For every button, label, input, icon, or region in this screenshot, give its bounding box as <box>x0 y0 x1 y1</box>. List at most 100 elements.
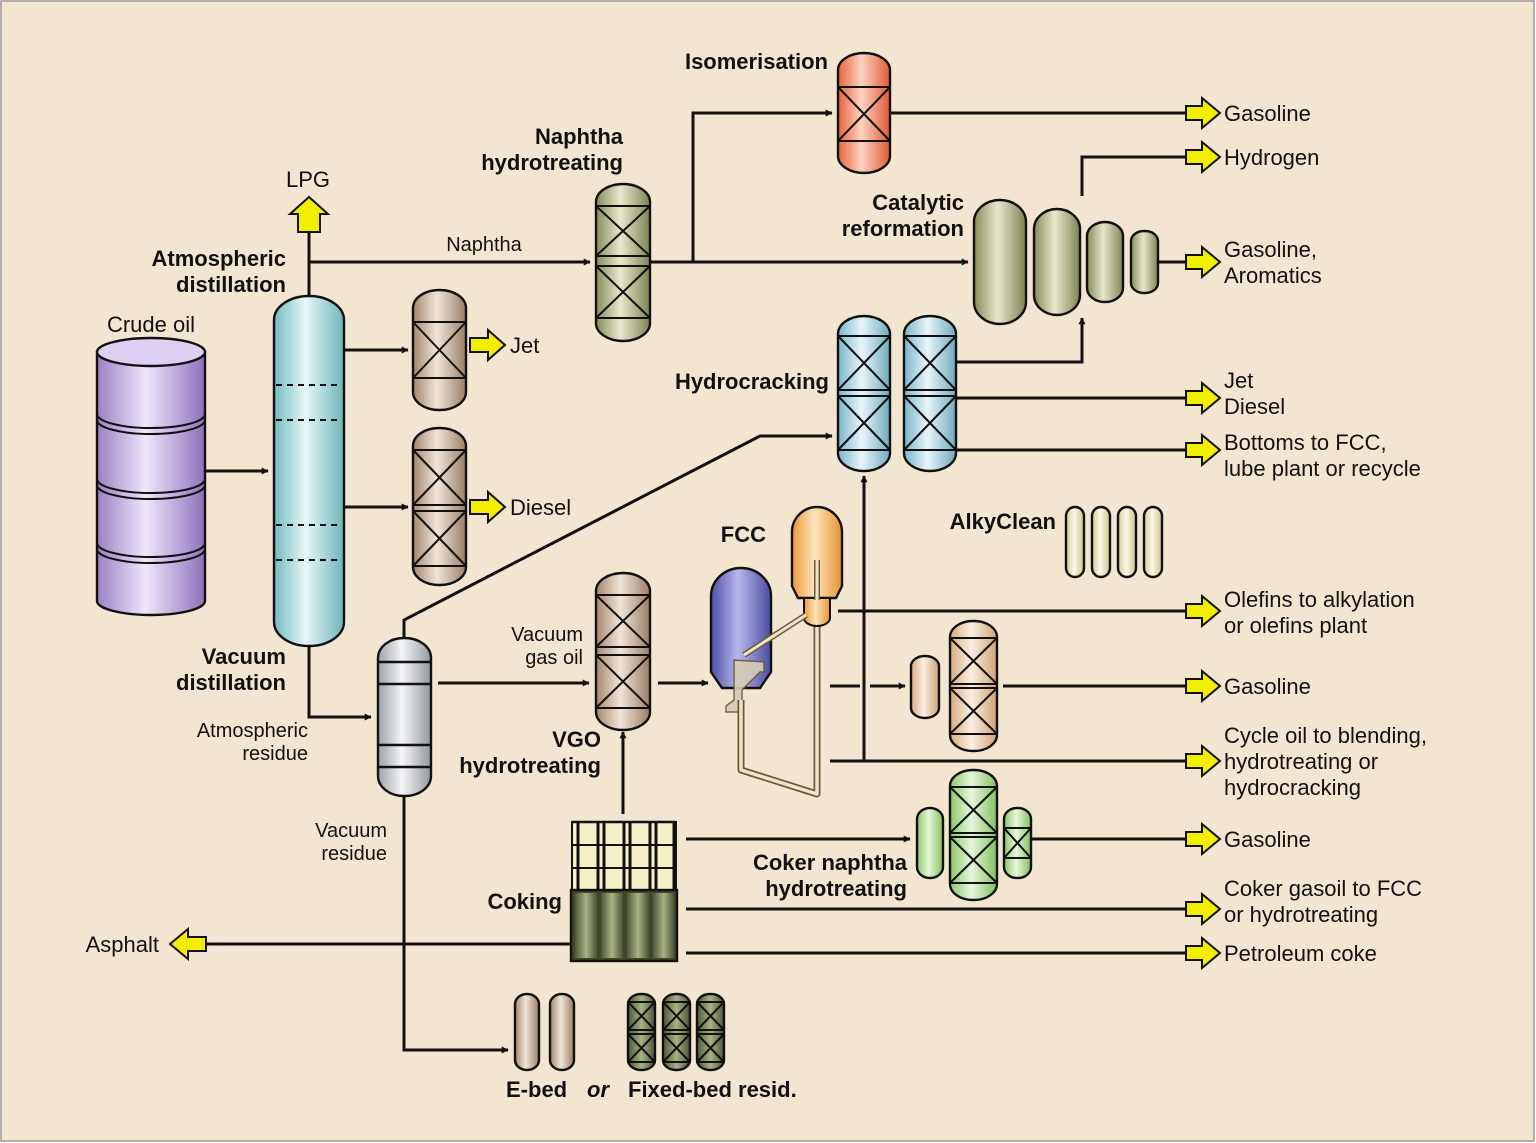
jet-diesel-arrow-icon <box>1185 380 1222 416</box>
label-line: distillation <box>176 272 286 297</box>
diesel-arrow-icon <box>469 489 507 525</box>
label-line: Bottoms to FCC, <box>1224 430 1387 455</box>
flow-lines <box>205 109 1186 1054</box>
flow-hydrogen <box>1080 155 1186 196</box>
label-line: reformation <box>842 216 964 241</box>
hydrogen-arrow-icon <box>1185 139 1222 175</box>
label-alkyclean: AlkyClean <box>950 509 1056 534</box>
label-line: hydrotreating <box>459 753 601 778</box>
label-line: or hydrotreating <box>1224 902 1378 927</box>
label-line: Diesel <box>1224 394 1285 419</box>
label-or: or <box>587 1077 610 1102</box>
label-line: Jet <box>1224 368 1253 393</box>
atmospheric-column-icon <box>272 294 346 648</box>
label-gasoline-isom: Gasoline <box>1224 101 1311 126</box>
label-line: VGO <box>552 727 601 752</box>
gasoline-aromatics-arrow-icon <box>1185 244 1222 280</box>
label-line: hydrotreating or <box>1224 749 1378 774</box>
gasoline-isom-arrow-icon <box>1185 95 1222 131</box>
label-line: hydrotreating <box>765 876 907 901</box>
label-line: lube plant or recycle <box>1224 456 1421 481</box>
cycle-oil-arrow-icon <box>1185 743 1222 779</box>
flow-nht-to-isom <box>691 109 833 262</box>
product-arrows <box>168 95 1222 971</box>
label-naphtha: Naphtha <box>446 234 522 256</box>
label-line: Atmospheric <box>197 720 308 742</box>
label-line: gas oil <box>525 647 583 669</box>
fcc-gasoline-treater-icon <box>909 619 999 753</box>
flow-hcu-to-reformer <box>957 317 1086 364</box>
label-petroleum-coke: Petroleum coke <box>1224 941 1377 966</box>
naphtha-hydrotreater-icon <box>594 182 652 343</box>
coker-gasoil-arrow-icon <box>1185 891 1222 927</box>
label-line: Coker gasoil to FCC <box>1224 876 1422 901</box>
label-coking: Coking <box>487 889 562 914</box>
coking-unit-icon <box>569 820 679 963</box>
diesel-treater-icon <box>411 426 468 587</box>
label-line: residue <box>321 843 387 865</box>
ebed-reactors-icon <box>513 992 576 1072</box>
label-gasoline-coker: Gasoline <box>1224 827 1311 852</box>
label-lpg: LPG <box>286 167 330 192</box>
fcc-unit-icon <box>709 505 844 798</box>
crude-oil-tank-icon <box>95 336 207 617</box>
label-fcc: FCC <box>721 522 766 547</box>
label-diesel: Diesel <box>510 495 571 520</box>
flow-atm-residue <box>307 645 372 721</box>
label-ebed: E-bed <box>506 1077 567 1102</box>
label-isomerisation: Isomerisation <box>685 49 828 74</box>
label-line: Vacuum <box>315 820 387 842</box>
gasoline-fcc-arrow-icon <box>1185 668 1222 704</box>
label-line: Aromatics <box>1224 263 1322 288</box>
jet-arrow-icon <box>469 327 507 363</box>
label-line: Olefins to alkylation <box>1224 587 1415 612</box>
label-hydrocracking: Hydrocracking <box>675 369 829 394</box>
label-line: hydrotreating <box>481 150 623 175</box>
label-jet: Jet <box>510 333 539 358</box>
label-line: hydrocracking <box>1224 775 1361 800</box>
vgo-hydrotreater-icon <box>594 571 652 732</box>
label-line: residue <box>242 743 308 765</box>
label-line: Vacuum <box>202 644 286 669</box>
olefins-arrow-icon <box>1185 593 1222 629</box>
label-line: Catalytic <box>872 190 964 215</box>
label-asphalt: Asphalt <box>86 932 159 957</box>
label-bottoms: Bottoms to FCC,lube plant or recycle <box>1224 430 1421 481</box>
lpg-arrow-icon <box>287 195 331 233</box>
label-line: distillation <box>176 670 286 695</box>
gasoline-coker-arrow-icon <box>1185 821 1222 857</box>
flow-vac-to-hydrocracker <box>402 432 833 638</box>
bottoms-arrow-icon <box>1185 432 1222 468</box>
catalytic-reformer-icon <box>972 198 1160 326</box>
label-gasoline-fcc: Gasoline <box>1224 674 1311 699</box>
isomerisation-reactor-icon <box>836 51 892 175</box>
jet-treater-icon <box>411 288 468 412</box>
label-line: Atmospheric <box>152 246 286 271</box>
vacuum-column-icon <box>376 636 433 798</box>
alkyclean-reactors-icon <box>1064 505 1164 579</box>
asphalt-arrow-icon <box>168 926 207 962</box>
label-hydrogen: Hydrogen <box>1224 145 1319 170</box>
fixed-bed-resid-reactors-icon <box>626 992 726 1072</box>
petroleum-coke-arrow-icon <box>1185 935 1222 971</box>
label-line: Naphtha <box>535 124 624 149</box>
flow-vacuum-residue <box>402 796 509 1054</box>
label-line: Coker naphtha <box>753 850 908 875</box>
label-crude-oil: Crude oil <box>107 312 195 337</box>
